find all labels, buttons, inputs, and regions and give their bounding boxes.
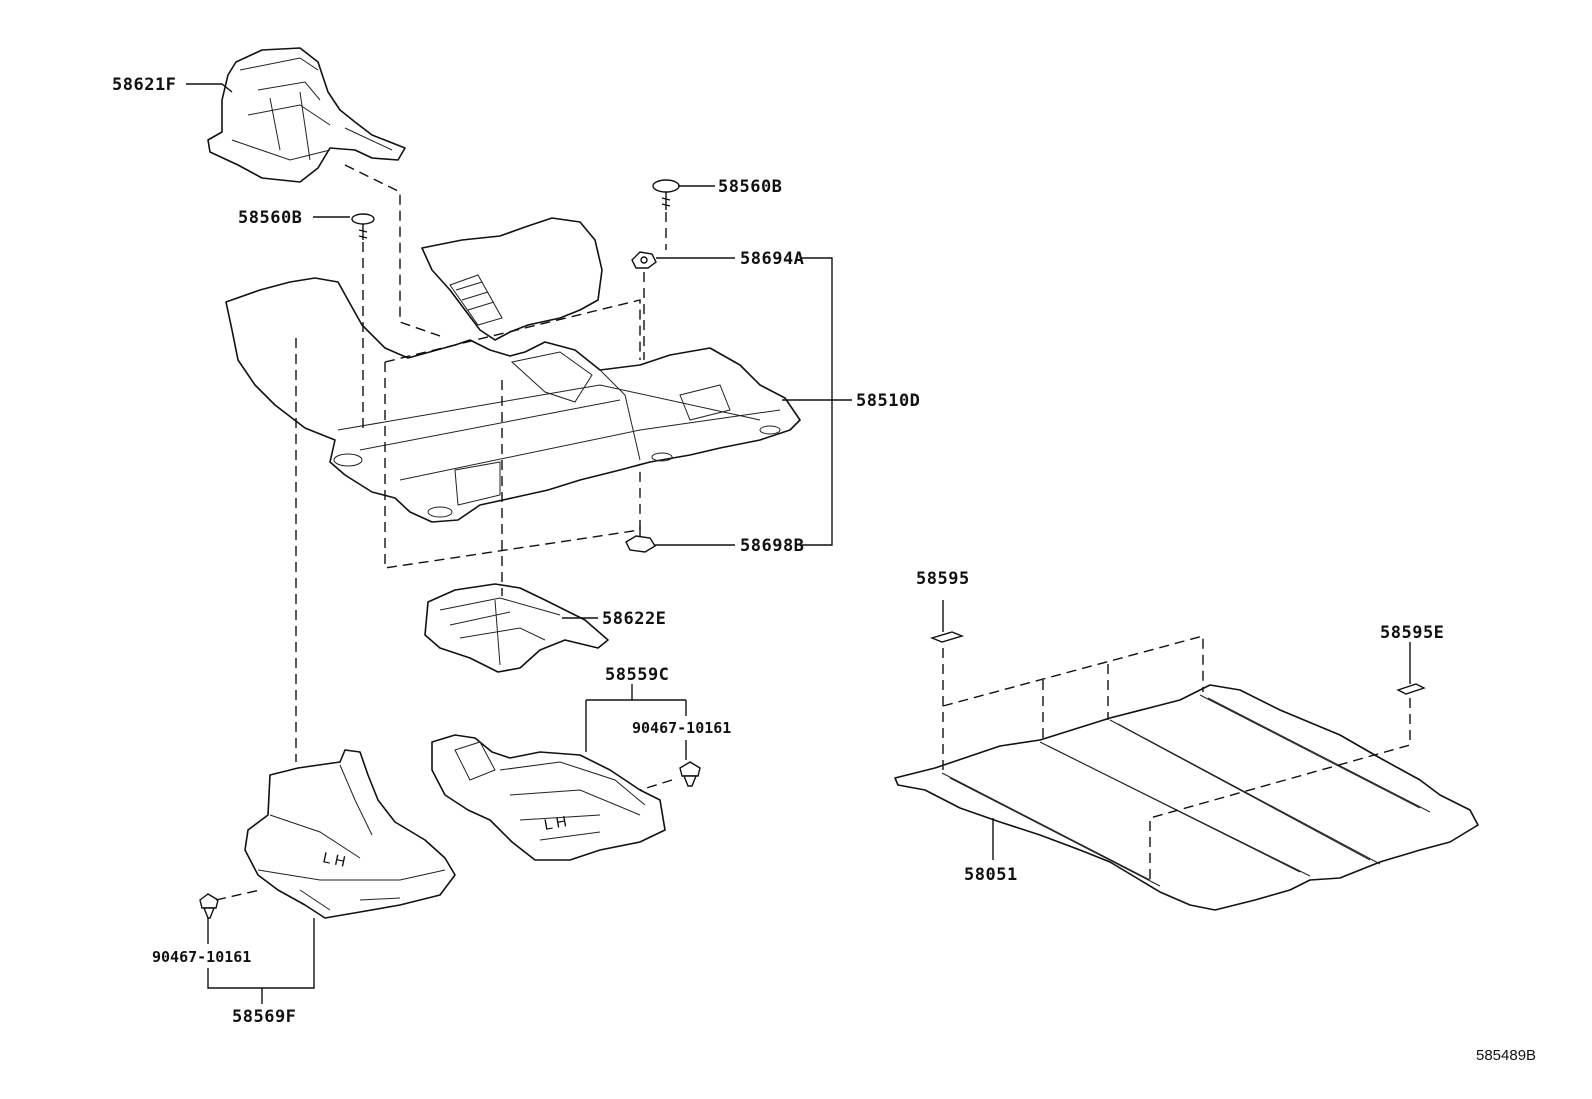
clip-90467-left-icon bbox=[199, 893, 219, 919]
label-58510D: 58510D bbox=[856, 391, 920, 411]
leader-lines bbox=[186, 83, 1411, 1004]
label-58559C: 58559C bbox=[605, 665, 669, 685]
clip-58595E-icon bbox=[1396, 683, 1426, 695]
clip-58595-icon bbox=[929, 631, 965, 643]
assembly-lines bbox=[215, 164, 1411, 901]
part-58569F-mark: L H bbox=[321, 849, 347, 870]
label-58622E: 58622E bbox=[602, 609, 666, 629]
clip-58698B-icon bbox=[625, 526, 656, 553]
part-58569F-shape: L H bbox=[244, 749, 456, 919]
label-90467-10161-center: 90467-10161 bbox=[632, 719, 731, 737]
label-58694A: 58694A bbox=[740, 249, 804, 269]
diagram-reference-number: 585489B bbox=[1476, 1047, 1536, 1064]
label-58569F: 58569F bbox=[232, 1007, 296, 1027]
part-58051-shape bbox=[894, 684, 1479, 911]
label-58560B-right: 58560B bbox=[718, 177, 782, 197]
label-58595E: 58595E bbox=[1380, 623, 1444, 643]
clip-90467-center-icon bbox=[679, 761, 701, 787]
part-58622E-shape bbox=[424, 583, 609, 673]
label-58595: 58595 bbox=[916, 569, 970, 589]
label-58698B: 58698B bbox=[740, 536, 804, 556]
part-58621F-shape bbox=[207, 47, 406, 183]
clip-58560B-left-icon bbox=[351, 213, 375, 240]
clip-58560B-right-icon bbox=[652, 179, 680, 210]
label-90467-10161-left: 90467-10161 bbox=[152, 948, 251, 966]
part-58510D-shape bbox=[225, 217, 801, 523]
label-58051: 58051 bbox=[964, 865, 1018, 885]
part-58559C-shape: L H bbox=[431, 734, 666, 861]
label-58560B-left: 58560B bbox=[238, 208, 302, 228]
label-58621F: 58621F bbox=[112, 75, 176, 95]
clip-58694A-icon bbox=[631, 251, 657, 269]
part-58559C-mark: L H bbox=[543, 813, 568, 834]
